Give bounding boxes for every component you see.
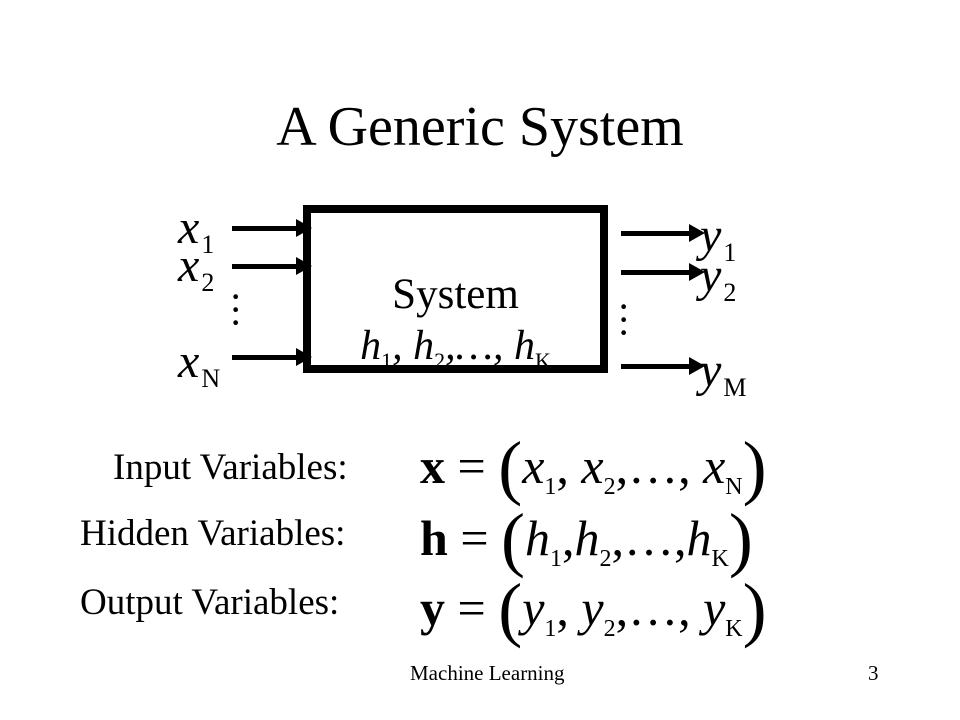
output-arrow-m <box>621 357 705 375</box>
input-ellipsis: ··· <box>229 274 243 345</box>
output-ellipsis: ··· <box>617 284 631 355</box>
input-x1: x1 <box>178 201 215 260</box>
footer-page-number: 3 <box>868 661 879 685</box>
output-arrow-2 <box>621 263 705 281</box>
footer-course-name: Machine Learning <box>410 661 565 685</box>
system-label: System <box>392 271 519 318</box>
output-variables-label: Output Variables: <box>80 582 340 623</box>
input-arrow-n <box>232 348 312 366</box>
system-box <box>303 205 608 373</box>
input-variables-label: Input Variables: <box>113 447 348 488</box>
hidden-vector-equation: h = (h1,h2,…,hK) <box>420 499 753 579</box>
output-y1: y1 <box>700 209 737 268</box>
output-arrow-1 <box>621 224 705 242</box>
output-y2: y2 <box>700 249 737 308</box>
slide-title: A Generic System <box>276 96 684 158</box>
output-ym: yM <box>700 344 747 403</box>
output-vector-equation: y = (y1, y2,…, yK) <box>420 569 767 649</box>
hidden-variable-list: h1, h2,…, hK <box>360 323 551 373</box>
input-xn: xN <box>178 335 221 394</box>
input-vector-equation: x = (x1, x2,…, xN) <box>420 427 767 507</box>
hidden-variables-label: Hidden Variables: <box>80 513 346 554</box>
input-arrow-1 <box>232 219 312 237</box>
input-x2: x2 <box>178 239 215 298</box>
input-arrow-2 <box>232 257 312 275</box>
